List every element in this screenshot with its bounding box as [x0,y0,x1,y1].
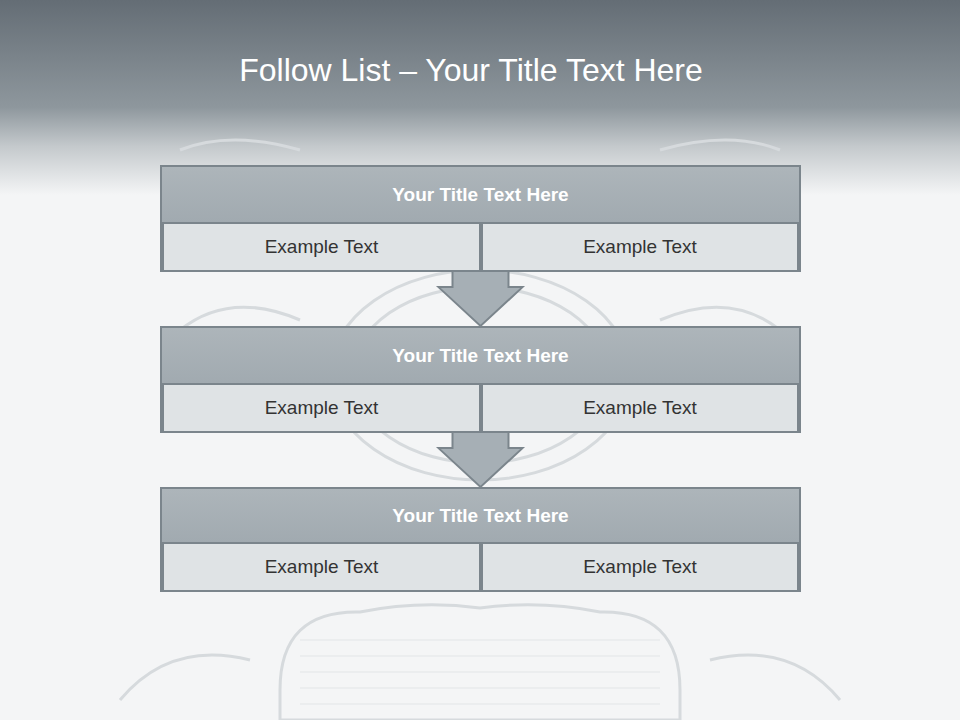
cell-text: Example Text [265,236,379,258]
list-box: Your Title Text HereExample Text Example … [160,326,801,433]
cell-text: Example Text [583,397,697,419]
cell-text: Example Text [265,397,379,419]
title-band: Your Title Text Here [162,489,799,542]
cell-text: Example Text [265,556,379,578]
example-cell: Example Text [162,383,481,433]
block-arrow [439,432,523,487]
title-band: Your Title Text Here [162,328,799,383]
slide-title: Follow List – Your Title Text Here [0,52,942,89]
example-cell: Example Text [481,222,799,272]
example-cell: Example Text [481,383,799,433]
example-cell: Example Text [162,542,481,592]
example-cell: Example Text [481,542,799,592]
band-title: Your Title Text Here [392,345,568,367]
cell-text: Example Text [583,236,697,258]
list-box: Your Title Text HereExample Text Example … [160,165,801,272]
list-box: Your Title Text HereExample Text Example … [160,487,801,592]
band-title: Your Title Text Here [392,505,568,527]
title-band: Your Title Text Here [162,167,799,222]
example-cell: Example Text [162,222,481,272]
block-arrow [439,271,523,326]
band-title: Your Title Text Here [392,184,568,206]
cell-text: Example Text [583,556,697,578]
